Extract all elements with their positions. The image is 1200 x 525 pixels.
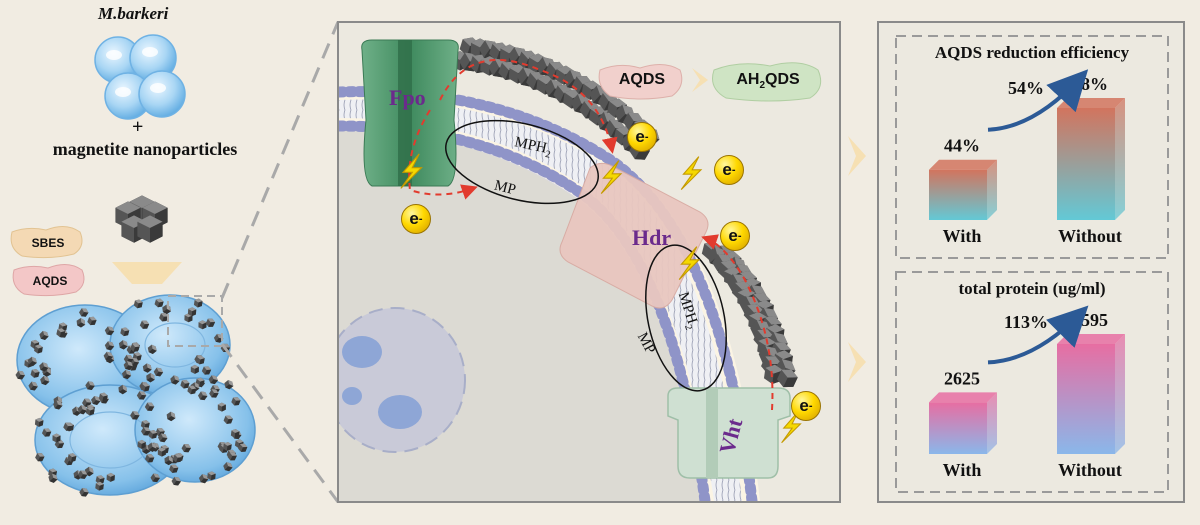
category-label: Without	[1058, 460, 1122, 480]
chart-title: AQDS reduction efficiency	[935, 43, 1130, 62]
bar-top	[929, 159, 997, 170]
category-label: With	[943, 226, 982, 246]
vht-protein-icon	[667, 387, 791, 479]
organism-label: M.barkeri	[98, 4, 169, 23]
electron-icon-3: e-	[720, 221, 750, 251]
bar-top	[929, 392, 997, 403]
sbes-shape	[10, 226, 83, 259]
category-label: Without	[1058, 226, 1122, 246]
fpo-label: Fpo	[389, 85, 426, 110]
chart-box-protein	[895, 271, 1169, 493]
bar-with	[929, 169, 987, 220]
aqds-shape-left	[12, 264, 85, 297]
hdr-label: Hdr	[632, 225, 672, 250]
bar-top	[1057, 98, 1125, 108]
sbes-label: SBES	[31, 236, 65, 250]
increase-label: 113%	[1004, 312, 1048, 332]
down-arrow-icon	[112, 262, 182, 284]
ah2qds-label: AH2QDS	[736, 71, 800, 92]
arrow-bottom-icon	[848, 342, 866, 382]
category-label: With	[943, 460, 982, 480]
increase-arrow-icon	[987, 69, 1089, 132]
nanoparticles-label: magnetite nanoparticles	[52, 139, 238, 159]
electron-icon-2: e-	[714, 155, 744, 185]
bar-value-label: 44%	[944, 136, 980, 156]
magnetite-cubes-icon	[115, 195, 168, 243]
bar-side	[1115, 334, 1125, 454]
hdr-protein-icon	[559, 162, 709, 309]
coated-cells-icon	[14, 294, 256, 499]
bar-side	[1115, 98, 1125, 220]
zoom-line-top	[220, 21, 340, 299]
plus-sign: +	[132, 116, 144, 138]
electron-icon-4: e-	[401, 204, 431, 234]
fpo-protein-icon	[361, 39, 459, 187]
electron-icon-5: e-	[791, 391, 821, 421]
chart-title: total protein (ug/ml)	[958, 279, 1105, 298]
electron-icon-1: e-	[627, 122, 657, 152]
bar-side	[987, 159, 997, 220]
m-barkeri-cells-icon	[94, 34, 186, 120]
increase-arrow-icon	[987, 305, 1089, 365]
bar-value-label: 5595	[1072, 310, 1108, 330]
bar-top	[1057, 334, 1125, 344]
bar-value-label: 2625	[944, 368, 980, 388]
bar-without	[1057, 344, 1115, 454]
increase-label: 54%	[1008, 78, 1044, 98]
bar-without	[1057, 108, 1115, 220]
bar-value-label: 98%	[1072, 74, 1108, 94]
bar-with	[929, 402, 987, 454]
zoom-region	[167, 295, 223, 347]
aqds-center-label: AQDS	[618, 71, 666, 88]
arrow-top-icon	[848, 136, 866, 176]
chart-box-aqds	[895, 35, 1169, 259]
bar-side	[987, 392, 997, 454]
aqds-left-label: AQDS	[32, 274, 68, 288]
zoom-line-bottom	[220, 343, 340, 503]
